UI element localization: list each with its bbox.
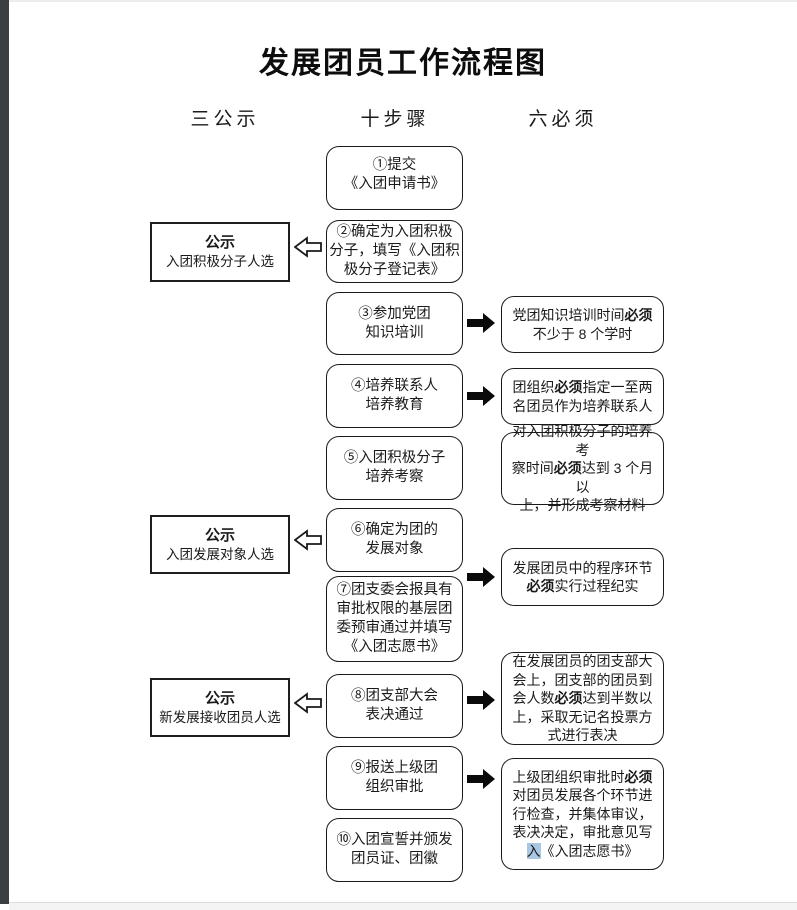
solid-right-arrow-2 (467, 386, 495, 406)
notice-box-2: 公示 入团发展对象人选 (150, 515, 290, 574)
notice-subtitle: 新发展接收团员人选 (159, 709, 281, 725)
step-box-4: ④培养联系人 培养教育 (326, 364, 463, 428)
solid-right-arrow-3 (467, 567, 495, 587)
requirement-box-2: 团组织必须指定一至两 名团员作为培养联系人 (501, 368, 664, 425)
step-box-3: ③参加党团 知识培训 (326, 292, 463, 355)
requirement-box-1: 党团知识培训时间必须 不少于 8 个学时 (501, 296, 664, 353)
notice-box-1: 公示 入团积极分子人选 (150, 222, 290, 282)
notice-subtitle: 入团发展对象人选 (166, 546, 274, 562)
step-box-7: ⑦团支委会报具有 审批权限的基层团 委预审通过并填写 《入团志愿书》 (326, 576, 463, 662)
requirement-box-4: 发展团员中的程序环节 必须实行过程纪实 (501, 548, 664, 606)
solid-right-arrow-4 (467, 690, 495, 710)
step-box-8: ⑧团支部大会 表决通过 (326, 674, 463, 738)
step-box-9: ⑨报送上级团 组织审批 (326, 746, 463, 810)
column-header-steps: 十步骤 (360, 109, 430, 130)
solid-right-arrow-5 (467, 769, 495, 789)
column-header-musts: 六必须 (528, 109, 598, 130)
page-title: 发展团员工作流程图 (259, 47, 547, 80)
solid-right-arrow-1 (467, 313, 495, 333)
step-box-10: ⑩入团宣誓并颁发 团员证、团徽 (326, 818, 463, 882)
page-bottom-gap (9, 902, 797, 910)
requirement-box-5: 在发展团员的团支部大 会上，团支部的团员到 会人数必须达到半数以 上，采取无记名… (501, 652, 664, 745)
notice-title: 公示 (204, 234, 235, 252)
step-box-6: ⑥确定为团的 发展对象 (326, 508, 463, 572)
hollow-left-arrow-3 (294, 692, 322, 714)
hollow-left-arrow-1 (294, 236, 322, 258)
hollow-left-arrow-2 (294, 529, 322, 551)
column-header-notices: 三公示 (190, 109, 260, 130)
notice-title: 公示 (204, 526, 235, 544)
notice-subtitle: 入团积极分子人选 (166, 254, 274, 270)
page-left-edge (0, 0, 9, 904)
page-top-line (9, 0, 797, 2)
notice-box-3: 公示 新发展接收团员人选 (150, 678, 290, 737)
step-box-2: ②确定为入团积极 分子，填写《入团积 极分子登记表》 (326, 220, 463, 283)
step-box-1: ①提交 《入团申请书》 (326, 146, 463, 210)
step-box-5: ⑤入团积极分子 培养考察 (326, 436, 463, 500)
notice-title: 公示 (204, 689, 235, 707)
requirement-box-6: 上级团组织审批时必须 对团员发展各个环节进 行检查，并集体审议， 表决决定，审批… (501, 758, 664, 870)
requirement-box-3: 对入团积极分子的培养考 察时间必须达到 3 个月以 上，并形成考察材料 (501, 423, 664, 513)
